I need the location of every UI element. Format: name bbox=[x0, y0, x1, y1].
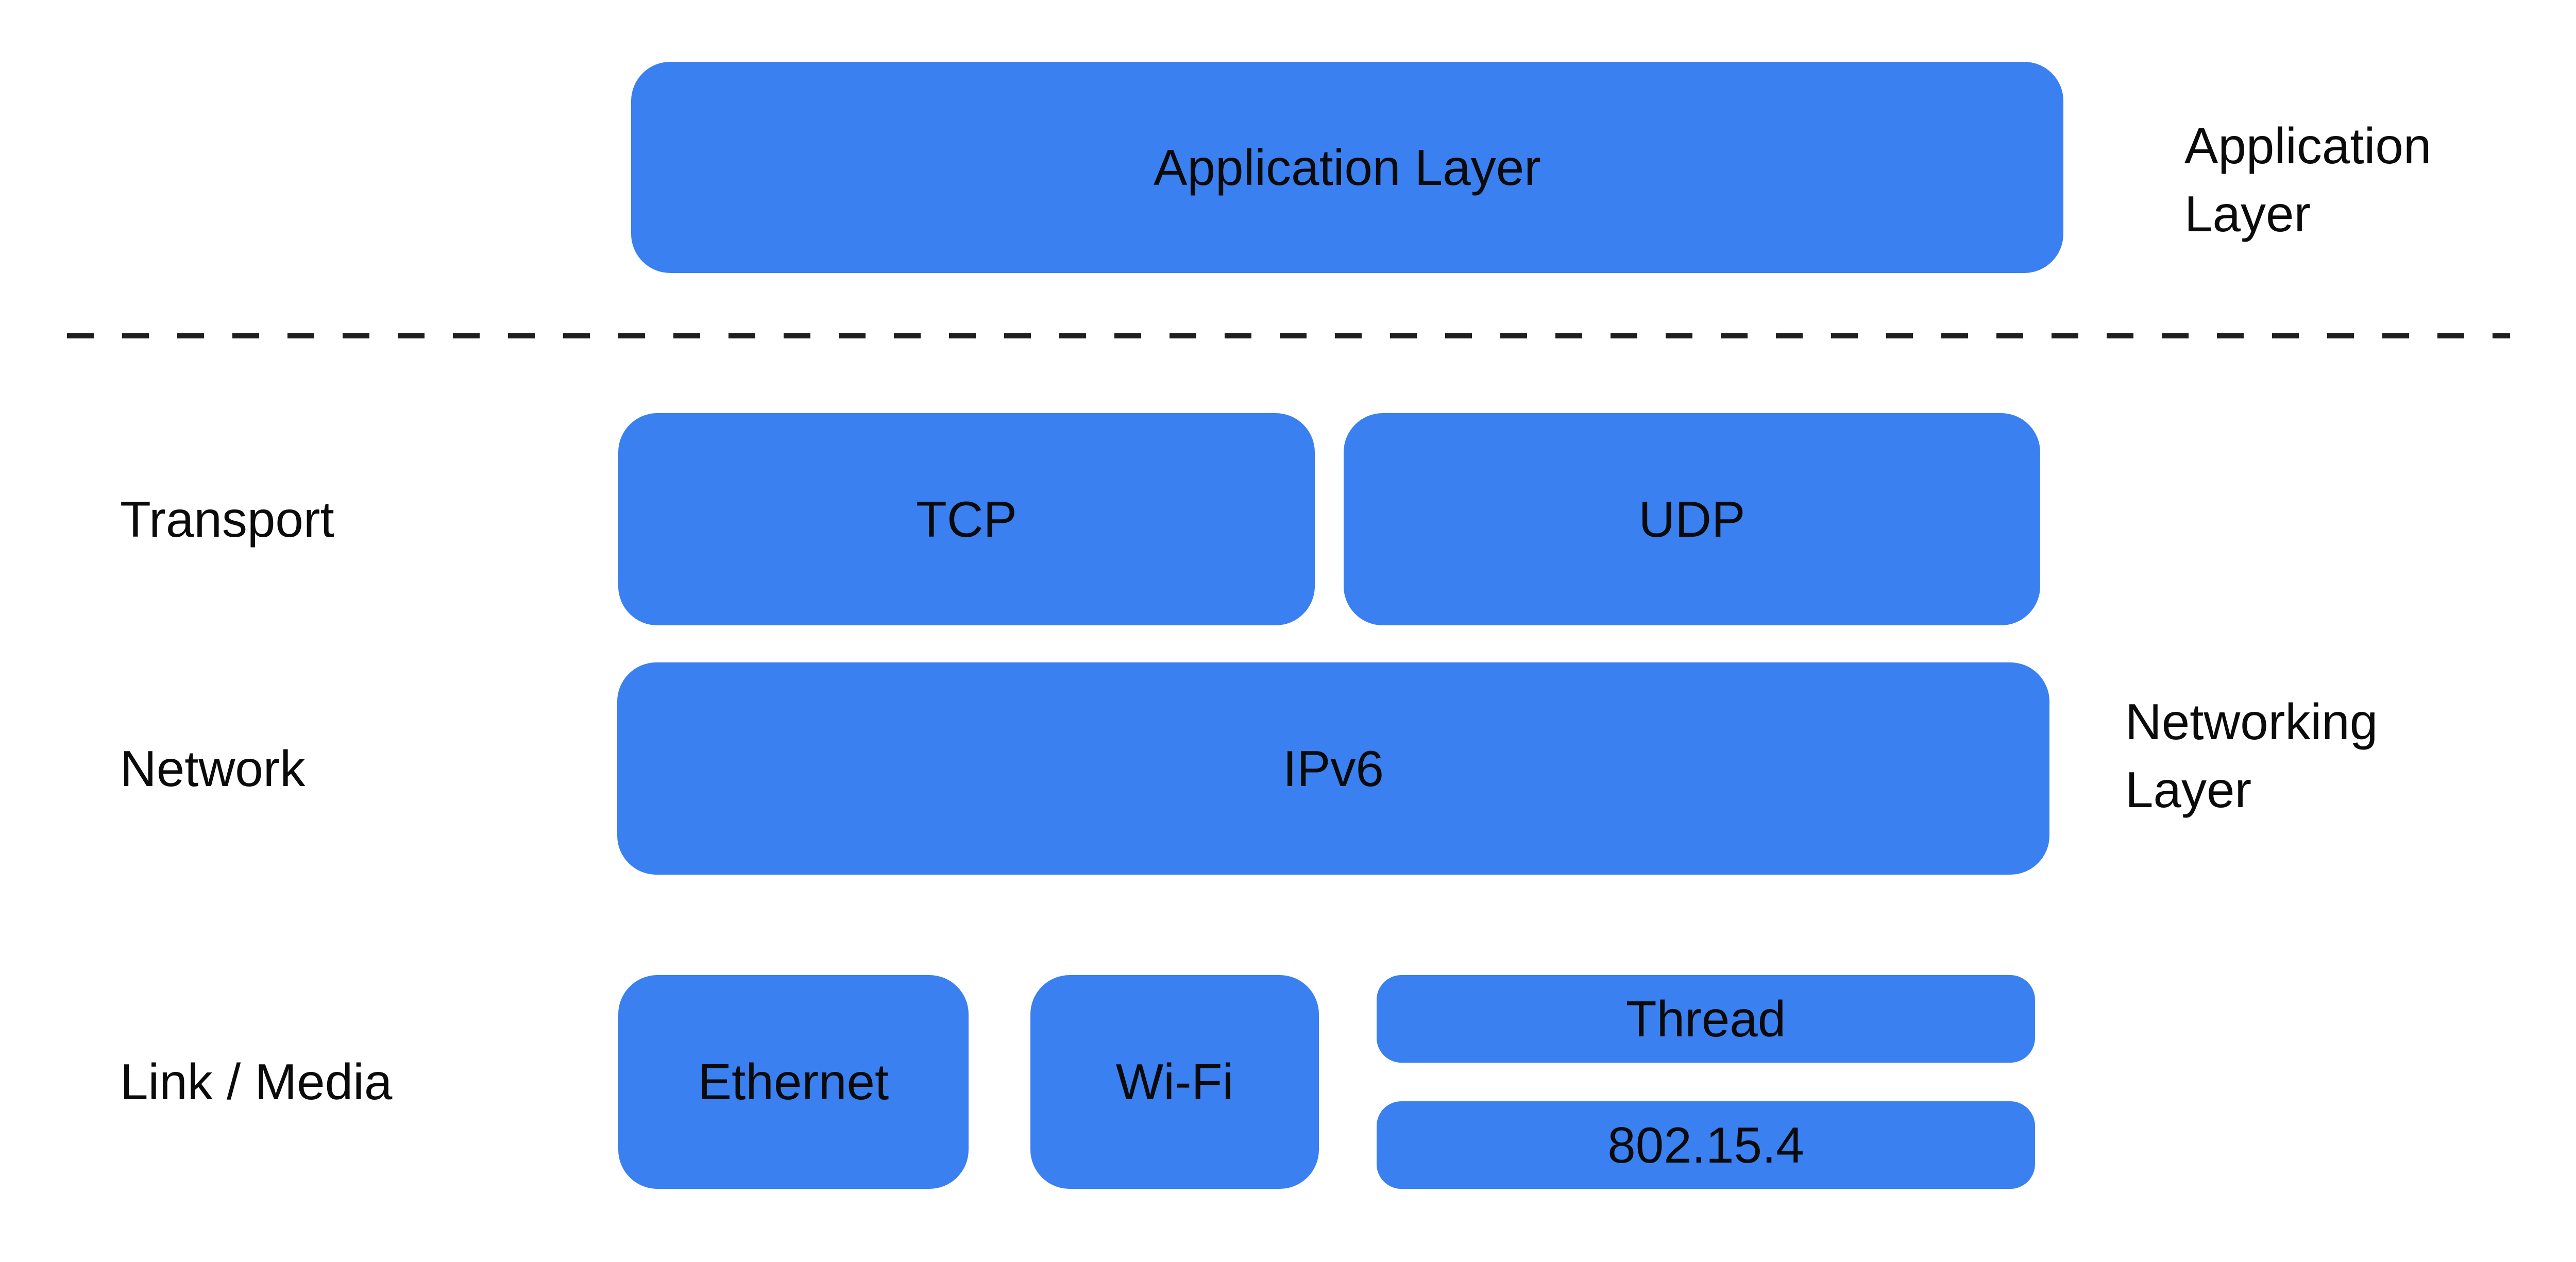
networking-layer-side-label: Networking Layer bbox=[2125, 688, 2378, 824]
wifi-box-label: Wi-Fi bbox=[1115, 1053, 1234, 1110]
network-row-label: Network bbox=[120, 662, 305, 875]
application-layer-box: Application Layer bbox=[631, 62, 2063, 273]
udp-box: UDP bbox=[1344, 413, 2040, 625]
network-row-label-text: Network bbox=[120, 740, 306, 797]
networking-side-label-line1: Networking bbox=[2125, 693, 2378, 750]
application-side-label-line1: Application bbox=[2184, 117, 2432, 174]
ipv6-box: IPv6 bbox=[617, 662, 2049, 875]
application-side-label-line2: Layer bbox=[2184, 185, 2311, 242]
thread-box-label: Thread bbox=[1625, 990, 1786, 1047]
application-layer-side-label: Application Layer bbox=[2184, 112, 2431, 248]
ieee-802-15-4-box: 802.15.4 bbox=[1377, 1101, 2035, 1189]
tcp-box: TCP bbox=[618, 413, 1315, 625]
application-layer-box-label: Application Layer bbox=[1154, 139, 1541, 196]
ethernet-box-label: Ethernet bbox=[698, 1053, 889, 1110]
tcp-box-label: TCP bbox=[916, 490, 1017, 548]
link-media-row-label: Link / Media bbox=[120, 975, 392, 1189]
layer-divider-dashed-line bbox=[67, 333, 2510, 338]
udp-box-label: UDP bbox=[1638, 490, 1745, 548]
transport-row-label: Transport bbox=[120, 413, 334, 625]
wifi-box: Wi-Fi bbox=[1030, 975, 1319, 1189]
link-media-row-label-text: Link / Media bbox=[120, 1053, 393, 1110]
transport-row-label-text: Transport bbox=[120, 490, 334, 548]
networking-side-label-line2: Layer bbox=[2125, 761, 2252, 818]
ipv6-box-label: IPv6 bbox=[1282, 740, 1384, 797]
ethernet-box: Ethernet bbox=[618, 975, 969, 1189]
thread-box: Thread bbox=[1377, 975, 2035, 1063]
ieee-802-15-4-box-label: 802.15.4 bbox=[1607, 1116, 1804, 1173]
